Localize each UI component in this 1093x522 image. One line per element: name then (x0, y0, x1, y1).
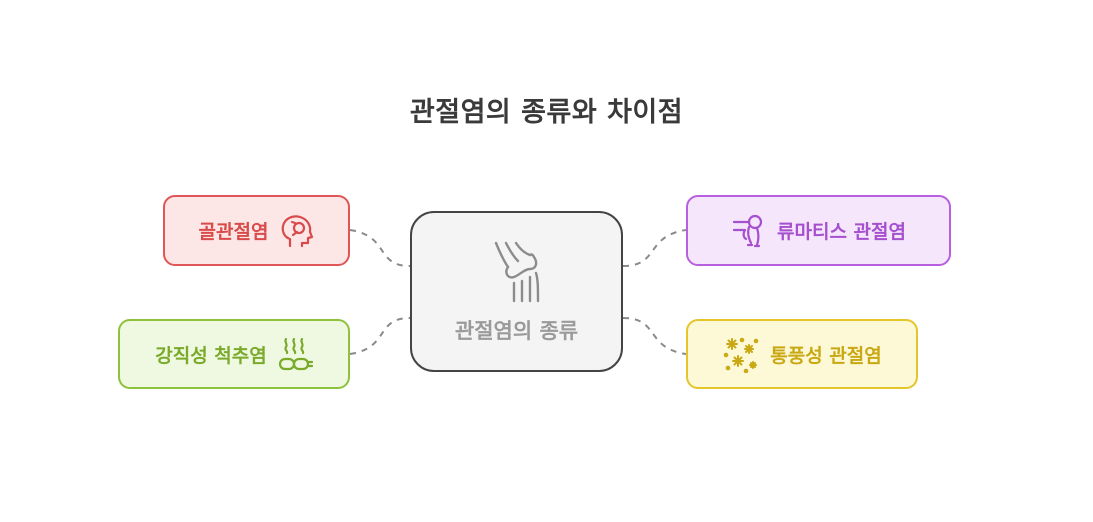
node-gout-arthritis: 통풍성 관절염 (686, 319, 918, 389)
center-label: 관절염의 종류 (454, 319, 579, 343)
node-osteoarthritis: 골관절염 (163, 195, 350, 266)
connector-ankylosing-spondylitis (349, 317, 411, 355)
node-label: 통풍성 관절염 (770, 344, 882, 367)
connector-osteoarthritis (349, 229, 411, 267)
knee-joint-icon (492, 239, 544, 307)
head-profile-icon (278, 213, 314, 249)
connector-rheumatoid (622, 229, 687, 267)
node-rheumatoid-arthritis: 류마티스 관절염 (686, 195, 951, 266)
node-label: 강직성 척추염 (155, 344, 267, 367)
node-label: 골관절염 (198, 221, 269, 243)
diagram-title: 관절염의 종류와 차이점 (409, 97, 684, 128)
node-label: 류마티스 관절염 (777, 221, 906, 243)
connector-gout (622, 317, 687, 355)
hand-joint-icon (731, 213, 767, 249)
heat-waves-spine-icon (277, 335, 313, 373)
crystals-icon (722, 335, 760, 373)
node-ankylosing-spondylitis: 강직성 척추염 (118, 319, 350, 389)
center-node: 관절염의 종류 (410, 211, 623, 372)
